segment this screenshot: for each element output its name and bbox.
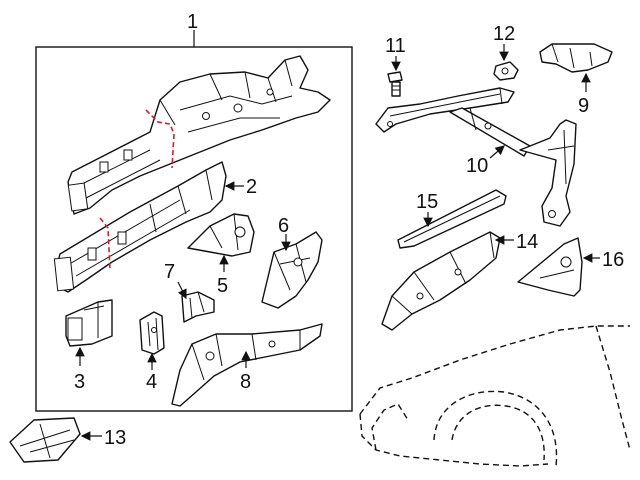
callout-13: 13: [104, 427, 126, 449]
callout-10-leader: [489, 145, 505, 159]
part-9-bracket: [539, 43, 613, 73]
callout-7: 7: [164, 261, 175, 283]
fender-reference-outline: [359, 325, 631, 467]
part-12-nut: [493, 61, 519, 81]
part-14-apron: [381, 231, 501, 331]
callout-15: 15: [416, 191, 438, 213]
part-6-apron-panel: [261, 231, 323, 309]
callout-9: 9: [578, 95, 589, 117]
part-3-rail-extension: [65, 299, 113, 347]
part-2-front-rail: [53, 161, 227, 293]
callout-3: 3: [74, 371, 85, 393]
callout-1: 1: [187, 11, 198, 33]
part-7-small-bracket: [181, 291, 215, 323]
part-5-reinforcement: [187, 213, 255, 257]
part-10-crossmember: [375, 87, 577, 227]
callout-12: 12: [493, 23, 515, 45]
callout-11: 11: [385, 35, 406, 57]
callout-6: 6: [278, 215, 289, 237]
part-15-seal-strip: [397, 189, 507, 249]
part-8-lower-rail: [171, 323, 323, 407]
callout-16: 16: [602, 249, 624, 271]
cut-line-upper: [145, 109, 175, 169]
callout-10: 10: [466, 155, 488, 177]
callout-2: 2: [246, 176, 257, 198]
part-13-floor-panel: [9, 417, 81, 463]
part-16-gusset: [517, 237, 583, 297]
cut-line-lower: [99, 217, 111, 271]
part-11-bolt: [387, 71, 403, 97]
callout-5: 5: [217, 275, 228, 297]
callout-8: 8: [240, 371, 251, 393]
callout-14: 14: [516, 231, 538, 253]
part-1-front-rail-assembly: [67, 55, 331, 215]
callout-4: 4: [146, 371, 157, 393]
callout-7-leader: [177, 281, 187, 300]
part-4-bracket: [139, 311, 165, 355]
